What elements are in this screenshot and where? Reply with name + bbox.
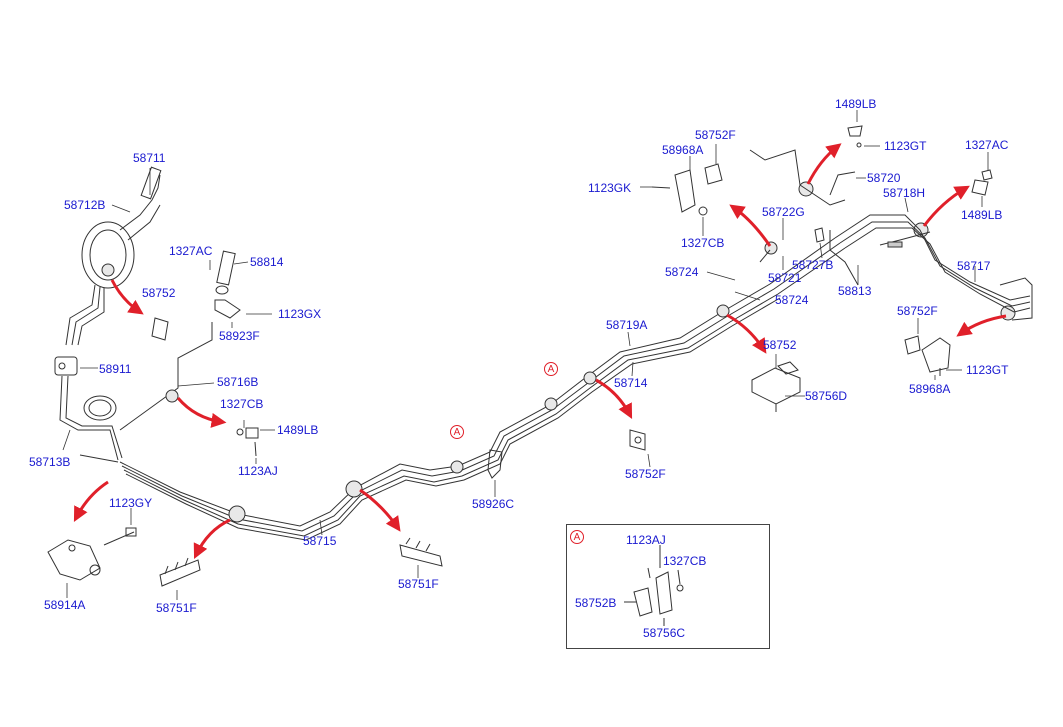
inset-callout-1327cb[interactable]: 1327CB xyxy=(663,554,707,568)
callout-1489lb-upper[interactable]: 1489LB xyxy=(835,97,877,111)
callout-58751f-left[interactable]: 58751F xyxy=(156,601,197,615)
callout-1123gx[interactable]: 1123GX xyxy=(278,307,322,321)
callout-58724-lower[interactable]: 58724 xyxy=(775,293,809,307)
proportioning-valve xyxy=(54,356,78,376)
callout-58752-left[interactable]: 58752 xyxy=(142,286,176,300)
callout-58813[interactable]: 58813 xyxy=(838,284,872,298)
callout-1489lb-left[interactable]: 1489LB xyxy=(277,423,319,437)
callout-1327ac-right[interactable]: 1327AC xyxy=(965,138,1009,152)
callout-58752f-upper[interactable]: 58752F xyxy=(695,128,736,142)
callout-58926c[interactable]: 58926C xyxy=(472,497,515,511)
callout-58719a[interactable]: 58719A xyxy=(606,318,648,332)
callout-58721[interactable]: 58721 xyxy=(768,271,802,285)
callout-1327cb-left[interactable]: 1327CB xyxy=(220,397,264,411)
callout-1489lb-right[interactable]: 1489LB xyxy=(961,208,1003,222)
callout-58717[interactable]: 58717 xyxy=(957,259,991,273)
callout-58712b[interactable]: 58712B xyxy=(64,198,106,212)
callout-1123gt-upper[interactable]: 1123GT xyxy=(884,139,927,153)
callout-58923f[interactable]: 58923F xyxy=(219,329,260,343)
callout-58752f-right[interactable]: 58752F xyxy=(897,304,938,318)
callout-58968a-upper[interactable]: 58968A xyxy=(662,143,704,157)
callout-1123gy[interactable]: 1123GY xyxy=(109,496,153,510)
line-58716b xyxy=(119,322,213,431)
detail-inset-a xyxy=(566,524,770,649)
callout-1123gt-right[interactable]: 1123GT xyxy=(966,363,1009,377)
hardware-parts xyxy=(47,125,993,587)
section-marker-a-1: A xyxy=(450,425,464,439)
callout-58727b[interactable]: 58727B xyxy=(792,258,834,272)
front-brake-lines xyxy=(59,375,123,463)
brake-booster xyxy=(65,166,162,346)
inset-callout-1123aj[interactable]: 1123AJ xyxy=(626,533,666,547)
inset-parts xyxy=(624,545,684,626)
callout-58722g[interactable]: 58722G xyxy=(762,205,805,219)
callout-58752-right[interactable]: 58752 xyxy=(763,338,797,352)
callout-58711[interactable]: 58711 xyxy=(133,151,166,165)
callout-58724-upper[interactable]: 58724 xyxy=(665,265,699,279)
callout-58720[interactable]: 58720 xyxy=(867,171,901,185)
callout-58713b[interactable]: 58713B xyxy=(29,455,71,469)
callout-58716b[interactable]: 58716B xyxy=(217,375,259,389)
callout-58756d[interactable]: 58756D xyxy=(805,389,848,403)
inset-marker-a: A xyxy=(570,530,584,544)
pointer-arrows xyxy=(73,143,1007,560)
rear-right-lines xyxy=(749,149,1033,321)
callout-58911[interactable]: 58911 xyxy=(99,362,132,376)
callout-1327cb-upper[interactable]: 1327CB xyxy=(681,236,725,250)
callout-1123aj[interactable]: 1123AJ xyxy=(238,464,278,478)
main-brake-bundle xyxy=(119,237,846,541)
callout-58968a-right[interactable]: 58968A xyxy=(909,382,951,396)
callout-58914a[interactable]: 58914A xyxy=(44,598,86,612)
leader-lines xyxy=(62,110,989,600)
callout-58715[interactable]: 58715 xyxy=(303,534,337,548)
inset-callout-58752b[interactable]: 58752B xyxy=(575,596,617,610)
line-clamp-58923f xyxy=(214,250,241,319)
section-marker-a-2: A xyxy=(544,362,558,376)
callout-58714[interactable]: 58714 xyxy=(614,376,648,390)
callout-58752f-middle[interactable]: 58752F xyxy=(625,467,666,481)
callout-1123gk[interactable]: 1123GK xyxy=(588,181,632,195)
inset-callout-58756c[interactable]: 58756C xyxy=(643,626,686,640)
callout-58718h[interactable]: 58718H xyxy=(883,186,926,200)
callout-58751f-right[interactable]: 58751F xyxy=(398,577,439,591)
callout-1327ac-left[interactable]: 1327AC xyxy=(169,244,213,258)
callout-58814[interactable]: 58814 xyxy=(250,255,284,269)
clip-positions xyxy=(101,181,1016,523)
